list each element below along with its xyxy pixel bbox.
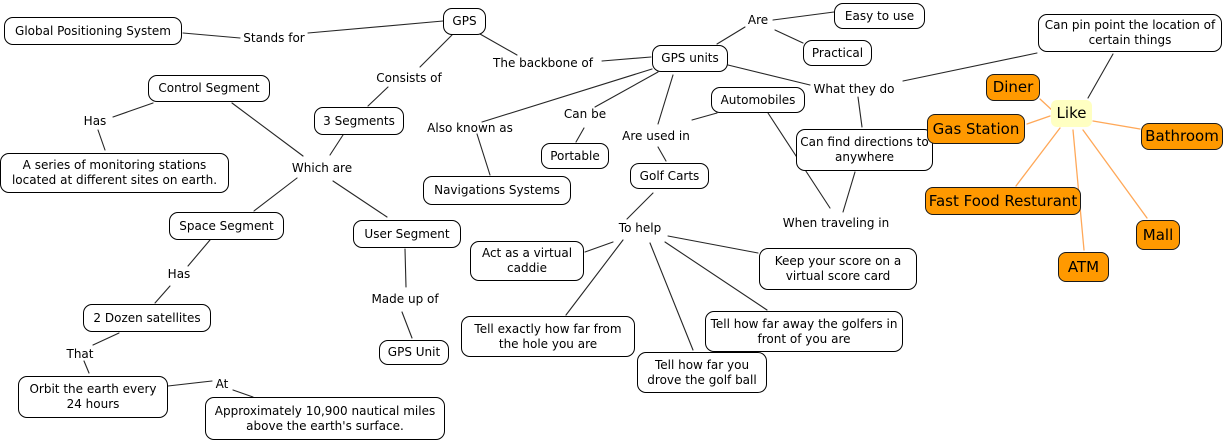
connector-line bbox=[691, 112, 718, 121]
link-to-help[interactable]: To help bbox=[618, 221, 662, 235]
connector-line bbox=[575, 127, 585, 143]
concept-gps-unit[interactable]: GPS Unit bbox=[379, 340, 449, 365]
connector-line bbox=[367, 86, 389, 107]
connector-line bbox=[112, 102, 154, 118]
concept-portable[interactable]: Portable bbox=[541, 143, 609, 169]
link-also-known-as[interactable]: Also known as bbox=[427, 121, 513, 135]
link-made-up-of[interactable]: Made up of bbox=[371, 292, 439, 306]
connector-line bbox=[329, 134, 344, 156]
hub-like[interactable]: Like bbox=[1051, 100, 1092, 127]
connector-line bbox=[664, 241, 768, 311]
link-the-backbone-of[interactable]: The backbone of bbox=[493, 56, 593, 70]
concept-orbit-24-hours[interactable]: Orbit the earth every 24 hours bbox=[18, 376, 168, 418]
connector-line bbox=[842, 171, 856, 213]
connector-line bbox=[253, 177, 298, 212]
connector-line bbox=[1087, 53, 1114, 99]
concept-automobiles[interactable]: Automobiles bbox=[711, 87, 805, 113]
connector-line bbox=[154, 285, 171, 304]
connector-line bbox=[1026, 115, 1051, 125]
connector-line bbox=[626, 192, 654, 220]
connector-line bbox=[97, 129, 106, 151]
concept-gps-units[interactable]: GPS units bbox=[652, 45, 728, 72]
connector-line bbox=[1082, 129, 1148, 219]
connector-line bbox=[83, 360, 90, 374]
place-gas-station[interactable]: Gas Station bbox=[927, 114, 1025, 144]
concept-how-far-from-hole[interactable]: Tell exactly how far from the hole you a… bbox=[461, 316, 635, 357]
concept-user-segment[interactable]: User Segment bbox=[353, 220, 461, 248]
connector-line bbox=[657, 146, 667, 162]
concept-virtual-caddie[interactable]: Act as a virtual caddie bbox=[470, 241, 584, 281]
connector-line bbox=[727, 64, 811, 86]
concept-2-dozen-satellites[interactable]: 2 Dozen satellites bbox=[83, 304, 211, 332]
link-are-used-in[interactable]: Are used in bbox=[622, 129, 690, 143]
concept-how-far-drove-ball[interactable]: Tell how far you drove the golf ball bbox=[637, 352, 767, 393]
connector-line bbox=[401, 311, 413, 339]
concept-space-segment[interactable]: Space Segment bbox=[169, 212, 284, 240]
link-at[interactable]: At bbox=[215, 377, 229, 391]
connector-line bbox=[584, 241, 614, 253]
link-has-control[interactable]: Has bbox=[83, 114, 107, 128]
concept-global-positioning-system[interactable]: Global Positioning System bbox=[4, 17, 182, 45]
link-can-be[interactable]: Can be bbox=[563, 107, 607, 121]
place-atm[interactable]: ATM bbox=[1058, 252, 1109, 282]
connector-line bbox=[182, 32, 241, 39]
connector-line bbox=[1092, 120, 1141, 130]
concept-control-segment[interactable]: Control Segment bbox=[148, 75, 270, 102]
connector-line bbox=[649, 242, 694, 351]
connector-line bbox=[772, 11, 835, 21]
concept-find-directions[interactable]: Can find directions to anywhere bbox=[796, 129, 933, 171]
connector-line bbox=[774, 29, 804, 44]
place-bathroom[interactable]: Bathroom bbox=[1141, 123, 1223, 150]
concept-can-pin-point[interactable]: Can pin point the location of certain th… bbox=[1038, 14, 1222, 52]
concept-navigations-systems[interactable]: Navigations Systems bbox=[423, 176, 571, 205]
link-stands-for[interactable]: Stands for bbox=[243, 31, 305, 45]
concept-practical[interactable]: Practical bbox=[803, 40, 872, 66]
connector-line bbox=[857, 96, 863, 128]
link-what-they-do[interactable]: What they do bbox=[813, 82, 895, 96]
concept-golfers-in-front[interactable]: Tell how far away the golfers in front o… bbox=[705, 311, 903, 352]
connector-line bbox=[716, 26, 746, 45]
place-mall[interactable]: Mall bbox=[1136, 220, 1180, 250]
connector-line bbox=[479, 33, 518, 56]
connector-line bbox=[601, 56, 652, 62]
concept-nautical-miles[interactable]: Approximately 10,900 nautical miles abov… bbox=[205, 397, 445, 440]
link-which-are[interactable]: Which are bbox=[291, 161, 353, 175]
connector-line bbox=[332, 180, 388, 218]
connector-line bbox=[667, 235, 759, 254]
link-when-traveling-in[interactable]: When traveling in bbox=[782, 216, 890, 230]
concept-golf-carts[interactable]: Golf Carts bbox=[630, 163, 709, 189]
place-fast-food-resturant[interactable]: Fast Food Resturant bbox=[925, 187, 1081, 215]
place-diner[interactable]: Diner bbox=[986, 74, 1040, 101]
connector-line bbox=[187, 239, 211, 267]
link-that[interactable]: That bbox=[66, 347, 94, 361]
connector-line bbox=[167, 380, 213, 387]
link-consists-of[interactable]: Consists of bbox=[376, 71, 442, 85]
concept-monitoring-stations[interactable]: A series of monitoring stations located … bbox=[0, 153, 229, 193]
connector-line bbox=[404, 248, 407, 288]
concept-gps[interactable]: GPS bbox=[443, 8, 486, 35]
connector-line bbox=[476, 133, 491, 176]
connector-line bbox=[657, 74, 674, 125]
concept-easy-to-use[interactable]: Easy to use bbox=[834, 3, 925, 29]
concept-virtual-score-card[interactable]: Keep your score on a virtual score card bbox=[759, 248, 917, 290]
link-has-space[interactable]: Has bbox=[167, 267, 191, 281]
connector-line bbox=[232, 389, 254, 398]
connector-line bbox=[594, 71, 659, 108]
concept-3-segments[interactable]: 3 Segments bbox=[314, 107, 404, 135]
connector-line bbox=[92, 332, 120, 346]
connector-line bbox=[307, 20, 444, 34]
connector-line bbox=[419, 34, 453, 68]
link-are[interactable]: Are bbox=[747, 13, 769, 27]
connector-line bbox=[231, 102, 304, 157]
